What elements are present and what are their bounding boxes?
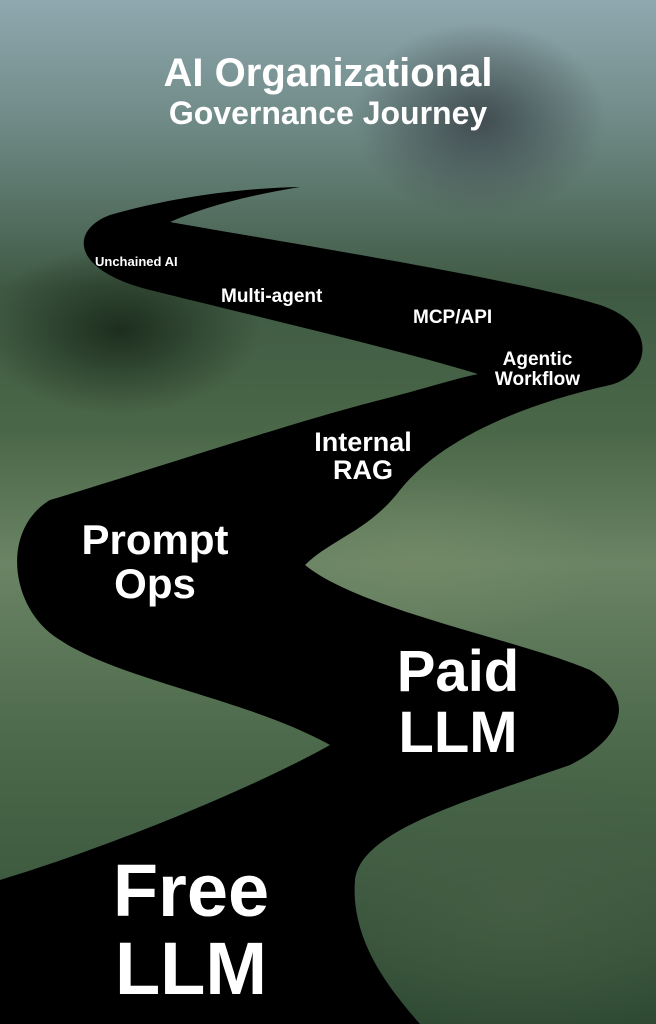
stage-label-line: RAG (333, 455, 393, 486)
stage-prompt-ops: Prompt Ops (55, 516, 255, 608)
stage-unchained-ai: Unchained AI (95, 254, 178, 269)
stage-label-line: Ops (114, 560, 196, 608)
stage-label-line: Paid (396, 639, 520, 704)
stage-label-line: Agentic (502, 349, 573, 370)
title-line-2: Governance Journey (168, 95, 488, 131)
title-line-1: AI Organizational (163, 51, 493, 95)
stage-label-line: LLM (114, 926, 268, 1010)
stage-label-line: Prompt (81, 516, 229, 563)
stage-free-llm: Free LLM (86, 852, 296, 1007)
stage-label-line: Workflow (494, 368, 581, 390)
stage-label-line: Internal (314, 427, 412, 457)
stage-agentic-workflow: Agentic Workflow (480, 350, 595, 390)
stage-paid-llm: Paid LLM (378, 639, 538, 765)
stage-internal-rag: Internal RAG (298, 428, 428, 485)
stage-label-line: Free (112, 849, 270, 932)
stage-mcp-api: MCP/API (413, 307, 493, 328)
stage-multi-agent: Multi-agent (221, 286, 323, 307)
stage-label-line: LLM (398, 699, 518, 765)
